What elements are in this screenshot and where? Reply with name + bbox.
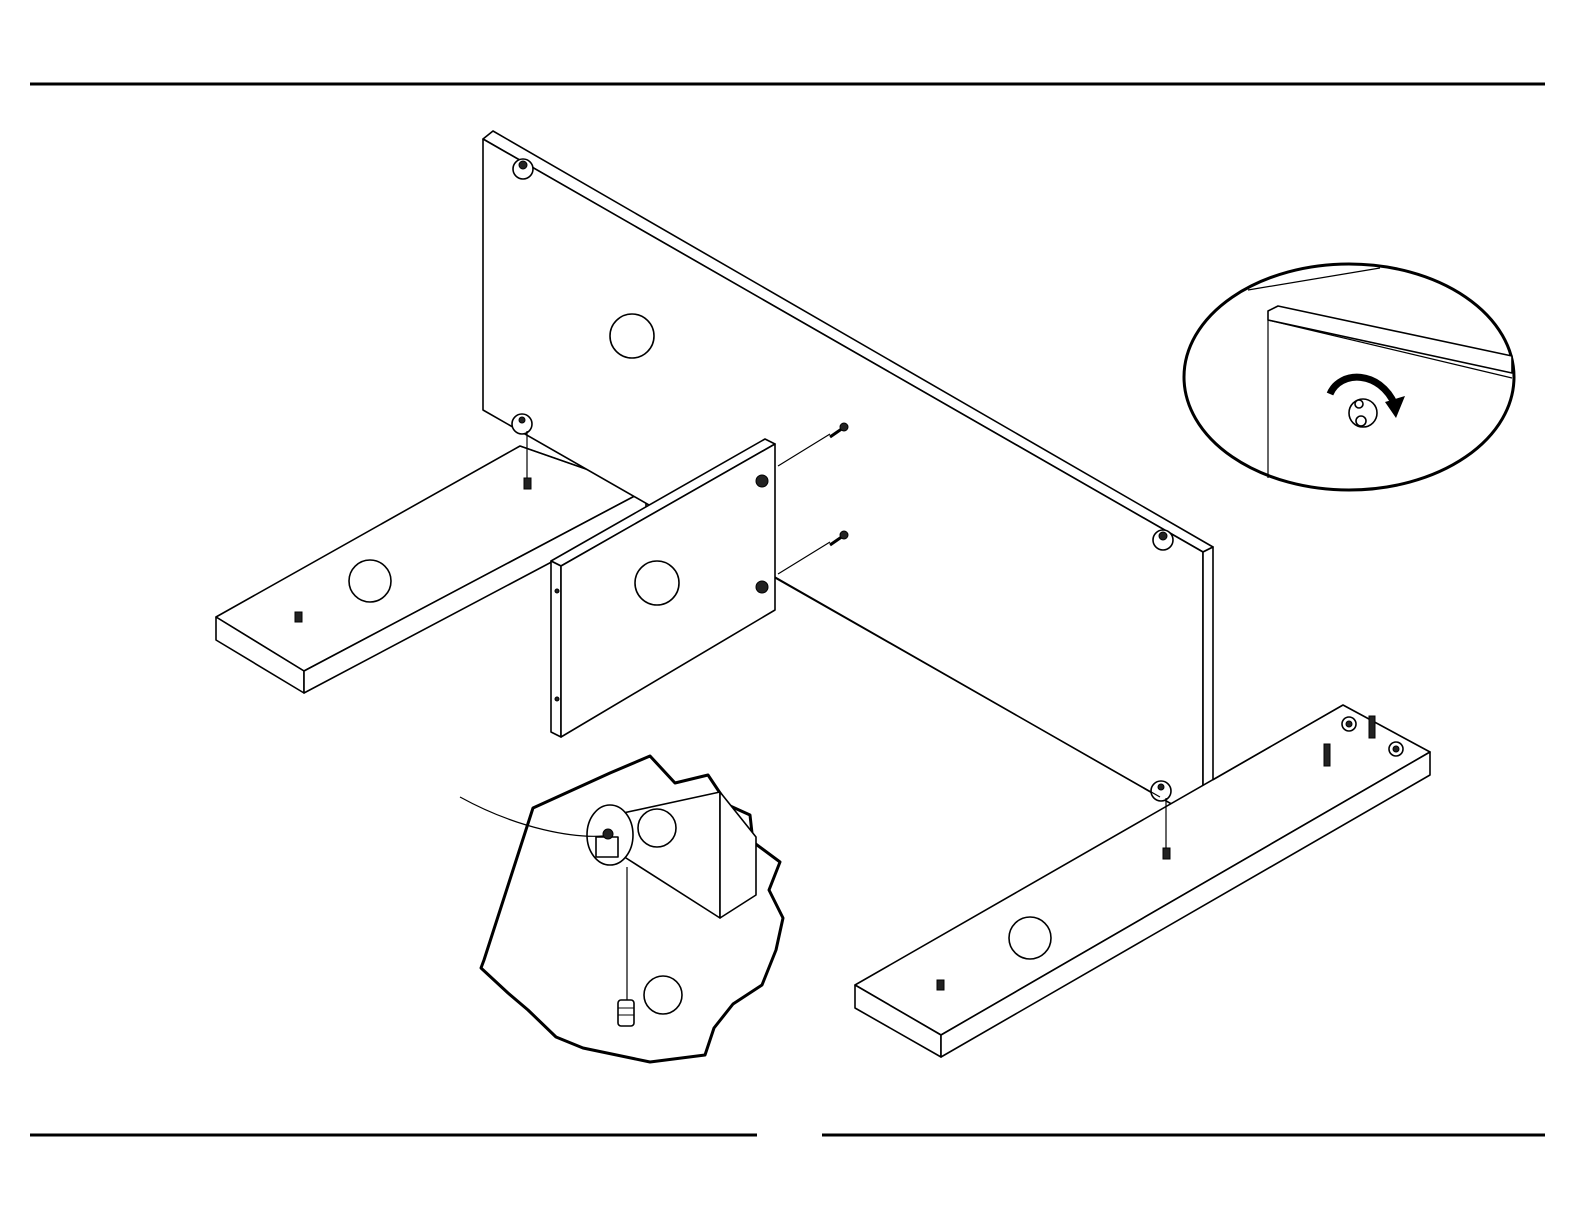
cam-lock-icon — [512, 414, 532, 434]
cam-lock-icon — [1389, 742, 1403, 756]
left-base-callout — [349, 560, 391, 602]
cam-lock-icon — [756, 475, 768, 487]
cam-lock-icon — [1349, 399, 1377, 427]
cam-lock-icon — [1151, 781, 1171, 801]
cam-bolt-icon — [618, 1000, 634, 1026]
cam-lock-icon — [587, 805, 633, 865]
cam-lock-icon — [1342, 717, 1356, 731]
detail-lower-callout — [644, 976, 682, 1014]
right-base-callout — [1009, 917, 1051, 959]
cam-lock-icon — [1153, 530, 1173, 550]
cam-lock-detail-inset — [460, 756, 783, 1062]
cam-bolt-icon — [937, 980, 944, 990]
partition-callout — [635, 561, 679, 605]
rotate-detail-circle — [1184, 264, 1514, 490]
cam-bolt-icon — [1369, 716, 1375, 738]
cam-bolt-icon — [524, 478, 531, 489]
detail-upper-callout — [638, 809, 676, 847]
cam-bolt-icon — [295, 612, 302, 622]
cam-bolt-icon — [1163, 848, 1170, 859]
back-panel-callout — [610, 314, 654, 358]
cam-bolt-icon — [1324, 744, 1330, 766]
cam-lock-icon — [513, 159, 533, 179]
cam-lock-icon — [756, 581, 768, 593]
